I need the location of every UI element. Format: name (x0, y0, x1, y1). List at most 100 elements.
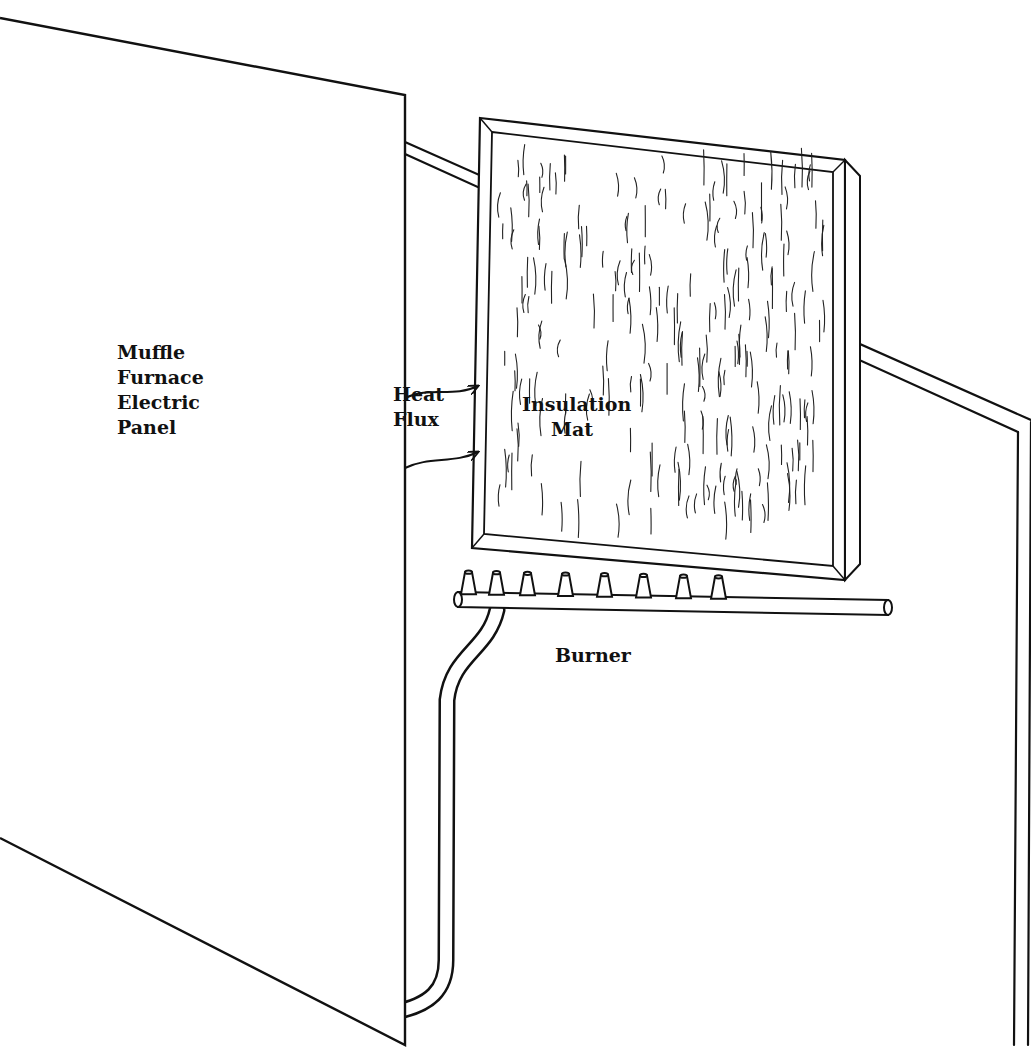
mat-fibre (544, 264, 546, 291)
mat-fibre (502, 224, 503, 239)
mat-fibre (807, 171, 810, 190)
mat-fibre (565, 156, 566, 174)
mat-fibre (707, 485, 709, 500)
mat-fibre (658, 465, 660, 497)
mat-fibre (724, 250, 725, 283)
mat-fibre (629, 298, 631, 333)
mat-fibre (615, 272, 617, 291)
mat-fibre (799, 443, 800, 460)
mat-fibre (649, 363, 652, 381)
mat-fibre (785, 187, 788, 209)
nozzle-tip (524, 572, 531, 575)
mat-fibre (617, 261, 620, 285)
burner-nozzle (558, 574, 573, 596)
mat-fibre (786, 291, 788, 311)
mat-fibre (551, 271, 553, 303)
mat-fibre (823, 300, 825, 332)
mat-fibre (602, 251, 604, 267)
mat-fibre (737, 471, 740, 507)
burner-nozzle (636, 575, 651, 597)
mat-fibre (709, 194, 710, 221)
mat-fibre (765, 234, 766, 258)
mat-fibre (504, 351, 505, 365)
mat-fibre (561, 502, 562, 531)
nozzle-tip (465, 571, 472, 574)
mat-fibre (625, 216, 627, 230)
mat-fibre (728, 288, 731, 318)
mat-fibre (523, 184, 526, 200)
mat-fibre (720, 463, 721, 482)
nozzle-tip (715, 575, 722, 578)
burner-nozzles (461, 571, 726, 599)
pipe-end (884, 600, 892, 615)
mat-fibre (810, 347, 812, 376)
mat-fibre (578, 205, 579, 229)
mat-fibre (761, 207, 762, 223)
mat-fibre (586, 226, 587, 245)
mat-fibre (644, 246, 646, 264)
mat-fibre (716, 419, 718, 455)
mat-fibre (689, 274, 691, 297)
mat-fibre (750, 352, 752, 387)
mat-fibre (733, 270, 736, 306)
mat-fibre (792, 448, 793, 471)
mat-fibre (744, 191, 745, 214)
mat-fibre (650, 508, 651, 534)
mat-fibre (521, 277, 522, 303)
mat-fibre (534, 258, 536, 294)
mat-fibre (783, 395, 785, 422)
mat-fibre (650, 452, 652, 492)
mat-fibre (804, 291, 805, 323)
electric-panel-outline (0, 18, 406, 1046)
mat-fibre (766, 445, 769, 479)
gas-hose (395, 610, 497, 1012)
mat-fibre (518, 423, 519, 446)
mat-fibre (642, 324, 645, 363)
mat-fibre (758, 469, 760, 486)
mat-fibre (528, 297, 529, 313)
mat-fibre (713, 182, 715, 201)
mat-fibre (527, 257, 529, 287)
mat-fibre (511, 453, 512, 490)
mat-fibre (630, 377, 631, 392)
mat-fibre (511, 230, 514, 249)
mat-fibre (722, 161, 725, 193)
mat-fibre (516, 308, 518, 337)
mat-fibre (511, 391, 513, 431)
mat-fibre (735, 346, 736, 366)
mat-fibre (645, 206, 646, 237)
mat-fibre (705, 202, 708, 240)
mat-fibre (640, 379, 641, 406)
outline-part (0, 18, 405, 1045)
mat-fibre (578, 500, 579, 538)
mat-fibre (737, 341, 738, 364)
mat-fibre (704, 467, 706, 505)
mat-fibre (649, 287, 650, 315)
mat-fibre (714, 303, 716, 319)
mat-fibre (734, 480, 736, 516)
nozzle-tip (562, 572, 569, 575)
part-label: Burner (555, 643, 645, 668)
mat-fibre (505, 449, 507, 487)
mat-fibre (564, 155, 565, 181)
nozzle-tip (601, 573, 608, 576)
mat-fibre (628, 480, 631, 515)
mat-fibre (627, 298, 629, 314)
mat-fibre (811, 153, 813, 187)
insulation-mat: Insulation Mat (466, 114, 864, 586)
mat-fibre (519, 379, 521, 404)
mat-fibre (749, 299, 750, 320)
mat-fibre (555, 173, 557, 194)
node-label: Insulation Mat (522, 392, 622, 442)
mat-fibre (541, 187, 544, 212)
mat-fibre (743, 154, 744, 176)
mat-fibre (631, 260, 634, 274)
mat-fibre (627, 213, 629, 242)
mat-fibre (523, 145, 525, 175)
mat-fibre (677, 294, 679, 323)
mat-fibre (795, 480, 797, 504)
mat-fibre (656, 308, 657, 342)
mat-fibre (539, 321, 542, 348)
